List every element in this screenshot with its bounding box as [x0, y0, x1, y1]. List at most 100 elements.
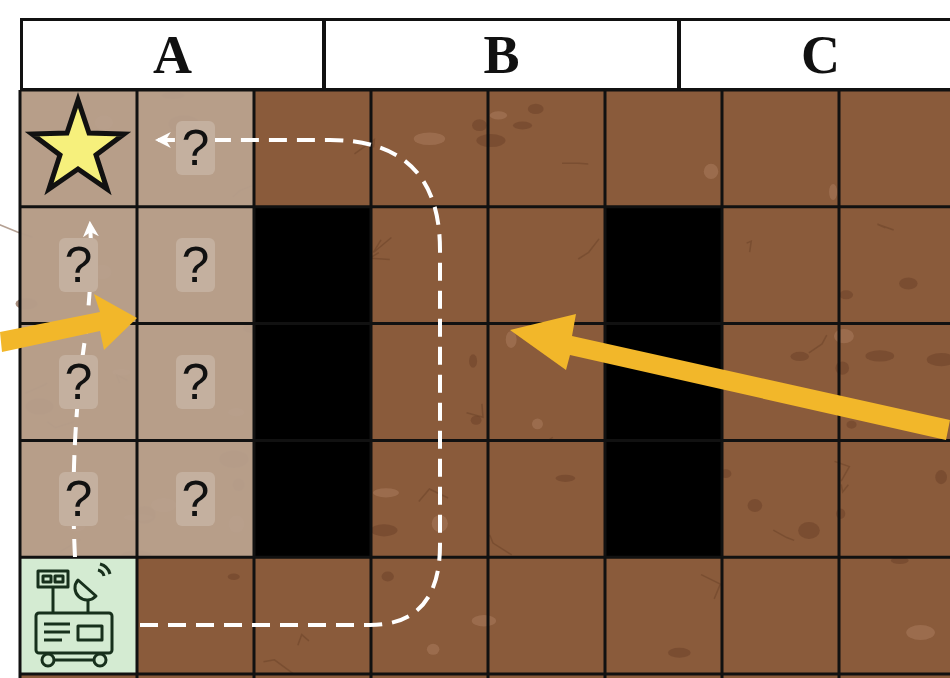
dirt-texture — [748, 499, 763, 512]
dirt-texture — [835, 461, 850, 481]
dirt-texture — [382, 571, 394, 581]
grid-lines — [370, 90, 373, 678]
rover-icon — [98, 564, 110, 576]
dirt-texture — [834, 329, 854, 343]
unknown-cell: ? — [137, 324, 254, 441]
dirt-ground — [20, 90, 950, 678]
rover-icon — [44, 631, 70, 634]
rover-cell — [20, 557, 137, 674]
grid-lines — [20, 439, 950, 442]
dirt-texture — [701, 575, 720, 599]
dirt-texture — [427, 644, 440, 655]
highlight-arrow — [0, 294, 950, 440]
rover-icon — [52, 587, 55, 613]
unknown-cell: ? — [137, 207, 254, 324]
rover-icon — [42, 654, 54, 666]
dirt-texture — [790, 352, 809, 361]
wall-block — [254, 206, 371, 557]
grid-lines — [253, 90, 256, 678]
dirt-texture — [906, 625, 935, 640]
route-dashes — [74, 140, 440, 625]
dirt-texture — [371, 524, 398, 536]
unknown-mark: ? — [176, 355, 216, 409]
dirt-texture — [927, 353, 950, 366]
rover-icon — [78, 626, 102, 640]
grid-lines — [20, 322, 950, 325]
grid-lines — [20, 205, 950, 208]
dirt-texture — [298, 635, 309, 646]
dirt-texture — [935, 470, 947, 484]
grid-lines — [838, 90, 841, 678]
dirt-texture — [513, 122, 532, 130]
grid-lines — [487, 90, 490, 678]
dirt-texture — [490, 111, 507, 119]
dirt-texture — [899, 277, 918, 289]
dirt-texture — [490, 535, 512, 555]
rover-icon — [94, 654, 106, 666]
dirt-texture — [555, 475, 575, 482]
dirt-texture — [228, 573, 240, 579]
dirt-texture — [370, 253, 390, 260]
rover-icon — [55, 576, 63, 582]
highlight-arrow — [0, 294, 137, 352]
dirt-texture — [472, 615, 496, 627]
unknown-mark: ? — [59, 355, 99, 409]
unknown-cell: ? — [20, 207, 137, 324]
unknown-mark: ? — [176, 472, 216, 526]
dirt-texture — [798, 522, 820, 539]
dirt-texture — [836, 508, 845, 518]
rover-icon — [44, 623, 70, 626]
rover-icon — [36, 564, 112, 666]
dirt-texture — [528, 104, 544, 114]
dirt-texture — [419, 489, 448, 501]
dirt-texture — [476, 134, 505, 147]
highlight-arrow — [510, 314, 950, 440]
dirt-texture — [578, 239, 599, 259]
dirt-texture — [839, 290, 853, 299]
column-letter: C — [801, 28, 840, 82]
unknown-cell: ? — [20, 324, 137, 441]
dirt-texture — [467, 404, 483, 417]
unknown-mark: ? — [59, 238, 99, 292]
rover-icon — [43, 576, 51, 582]
column-header: B — [323, 18, 680, 91]
rover-icon — [38, 571, 68, 587]
unknown-cell: ? — [137, 90, 254, 207]
dirt-texture — [373, 488, 399, 497]
dirt-texture — [829, 184, 837, 200]
unknown-mark: ? — [59, 472, 99, 526]
grid-lines — [136, 90, 139, 678]
column-letter: A — [153, 28, 192, 82]
dirt-texture — [847, 421, 857, 429]
dirt-texture — [532, 419, 543, 430]
dirt-texture — [562, 162, 588, 164]
grid-lines — [19, 90, 22, 678]
rover-icon — [75, 580, 96, 600]
dirt-texture — [747, 241, 752, 252]
dirt-texture — [835, 361, 849, 374]
dirt-texture — [668, 648, 691, 658]
dirt-texture — [263, 660, 293, 674]
dirt-texture — [809, 335, 827, 353]
route-dashes — [140, 140, 440, 625]
column-header: C — [678, 18, 950, 91]
dirt-texture — [773, 530, 794, 540]
dirt-texture — [414, 132, 445, 145]
column-letter: B — [483, 28, 519, 82]
grid-lines — [20, 556, 950, 559]
unknown-cell: ? — [137, 440, 254, 557]
rover-icon — [54, 659, 94, 662]
goal-star — [32, 100, 124, 189]
grid-lines — [20, 90, 950, 678]
dirt-texture — [506, 331, 517, 348]
dirt-texture — [472, 119, 487, 131]
unknown-mark: ? — [176, 121, 216, 175]
dirt-texture — [471, 416, 482, 425]
grid-lines — [604, 90, 607, 678]
dirt-texture — [877, 224, 893, 230]
grid-lines — [20, 673, 950, 676]
unknown-mark: ? — [176, 238, 216, 292]
unknown-cell: ? — [20, 440, 137, 557]
dirt-texture — [469, 354, 477, 367]
